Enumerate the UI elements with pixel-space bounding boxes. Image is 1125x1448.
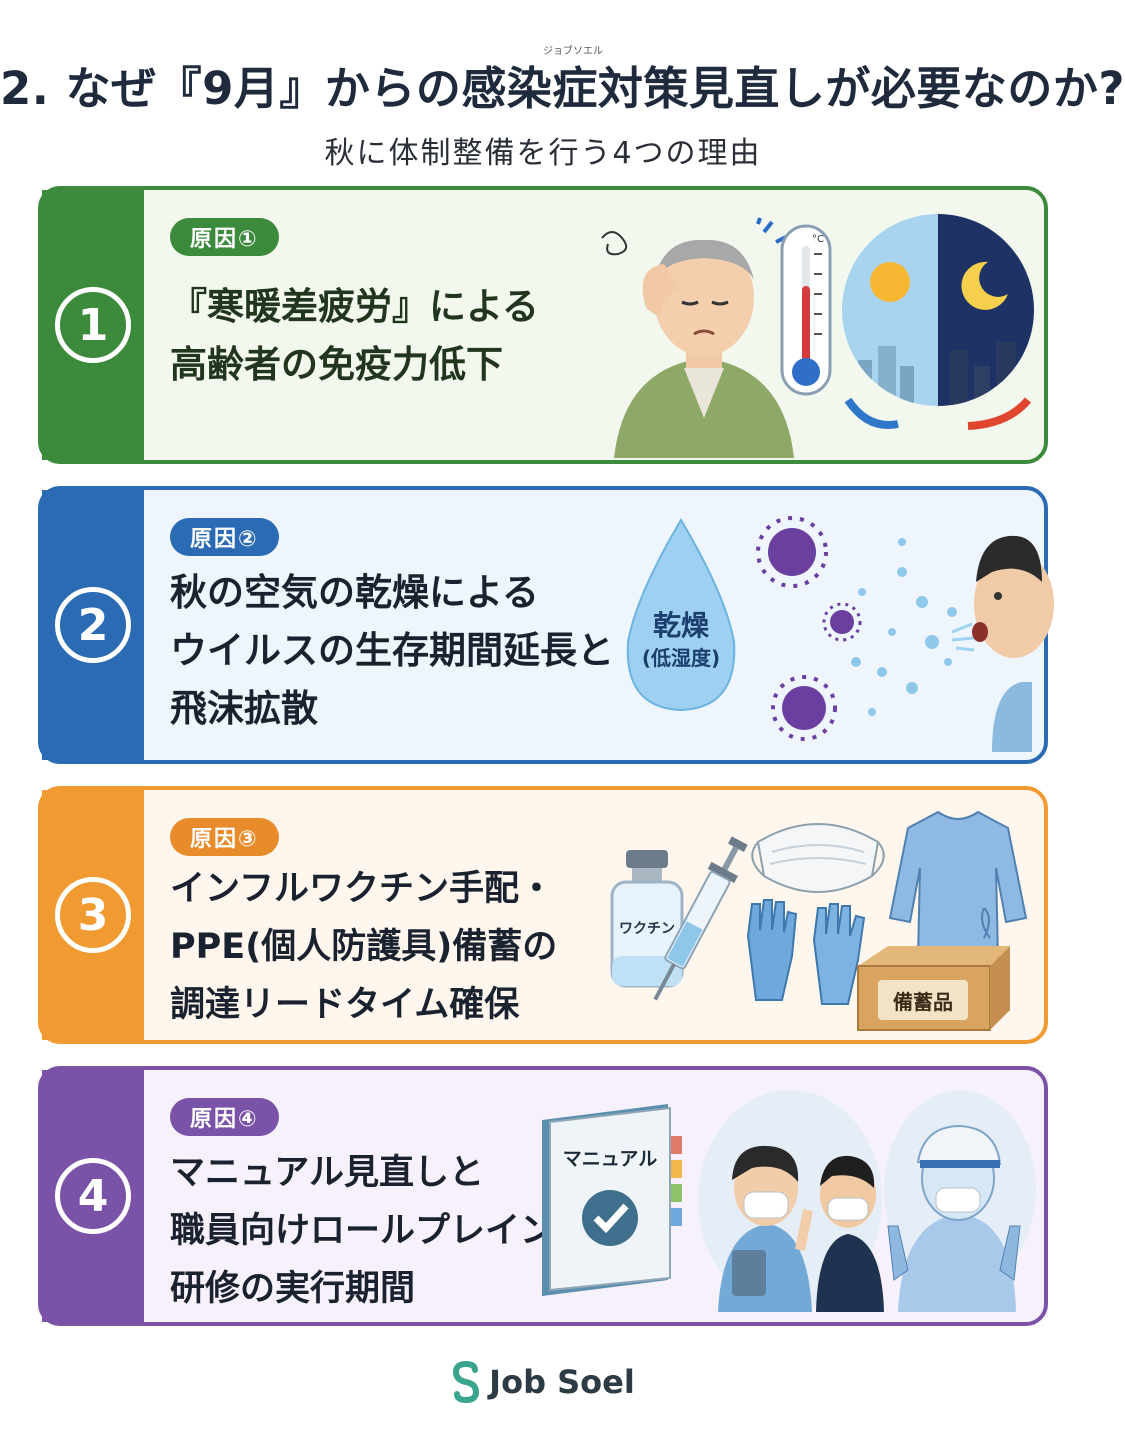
cause-badge: 原因③ [170,818,279,856]
logo-name: Job Soel [489,1363,635,1401]
card-number: 4 [55,1158,131,1234]
reason-card-4: 4 原因④ マニュアル見直しと 職員向けロールプレイング 研修の実行期間 マニュ… [38,1066,1048,1326]
card-stripe: 4 [42,1070,144,1322]
drop-label-main: 乾燥 [652,609,709,642]
check-icon [582,1190,638,1246]
book-label: マニュアル [562,1148,658,1170]
box-label: 備蓄品 [893,990,953,1014]
vial-label: ワクチン [619,921,675,937]
virus-spread-icon [756,516,1054,752]
reason-card-1: 1 原因① 『寒暖差疲労』による 高齢者の免疫力低下 °C [38,186,1048,464]
gloves-icon [746,899,866,1005]
card-headline: インフルワクチン手配・ PPE(個人防護具)備蓄の 調達リードタイム確保 [170,860,557,1034]
syringe-icon [653,836,748,1001]
virus-icon [756,516,862,741]
svg-text:°C: °C [812,234,824,245]
gown-icon [888,810,1028,959]
headline-line: マニュアル見直しと [170,1153,484,1193]
mask-icon [751,823,885,893]
drop-label-sub: (低湿度) [641,646,721,670]
logo-mark-icon [453,1360,480,1404]
headline-line: PPE(個人防護具)備蓄の [170,927,558,967]
headline-line: インフルワクチン手配・ [170,869,554,909]
card-stripe: 2 [42,490,144,760]
staff-training-icon [698,1090,1036,1312]
cause-badge: 原因④ [170,1098,279,1136]
headline-line: 『寒暖差疲労』による [170,285,539,328]
headline-line: 調達リードタイム確保 [170,985,520,1025]
headline-line: ウイルスの生存期間延長と [170,629,614,672]
day-night-icon [842,214,1034,430]
card-headline: 秋の空気の乾燥による ウイルスの生存期間延長と 飛沫拡散 [170,564,614,738]
page-title: 2. なぜ『9月』からの感染症対策見直しが必要なのか? [0,62,1125,115]
cause-badge: 原因① [170,218,279,256]
headline-line: 飛沫拡散 [170,687,318,730]
headline-line: 研修の実行期間 [170,1269,416,1309]
reason-card-3: 3 原因③ インフルワクチン手配・ PPE(個人防護具)備蓄の 調達リードタイム… [38,786,1048,1044]
box-icon: 備蓄品 [857,944,1010,1032]
card-headline: マニュアル見直しと 職員向けロールプレイング 研修の実行期間 [170,1144,590,1318]
card-number: 2 [55,587,131,663]
water-drop-icon: 乾燥 (低湿度) [616,516,746,716]
card-number: 3 [55,877,131,953]
page-subtitle: 秋に体制整備を行う4つの理由 [324,136,762,171]
logo-subtext: ジョブソエル [543,46,603,57]
sun-icon [870,262,910,302]
card-stripe: 1 [42,190,144,460]
moon-icon [961,261,1008,310]
headline-line: 秋の空気の乾燥による [170,571,539,614]
cause-badge: 原因② [170,518,279,556]
headline-line: 職員向けロールプレイング [170,1211,591,1251]
card-stripe: 3 [42,790,144,1040]
thermometer-icon: °C [780,224,832,396]
reason-card-2: 2 原因② 秋の空気の乾燥による ウイルスの生存期間延長と 飛沫拡散 乾燥 (低… [38,486,1054,764]
tired-elderly-person-icon [601,217,794,458]
brand-logo: Job Soel [0,1360,1086,1404]
card-headline: 『寒暖差疲労』による 高齢者の免疫力低下 [170,278,539,394]
card-number: 1 [55,287,131,363]
manual-book-icon: マニュアル [538,1100,688,1300]
headline-line: 高齢者の免疫力低下 [170,343,503,386]
